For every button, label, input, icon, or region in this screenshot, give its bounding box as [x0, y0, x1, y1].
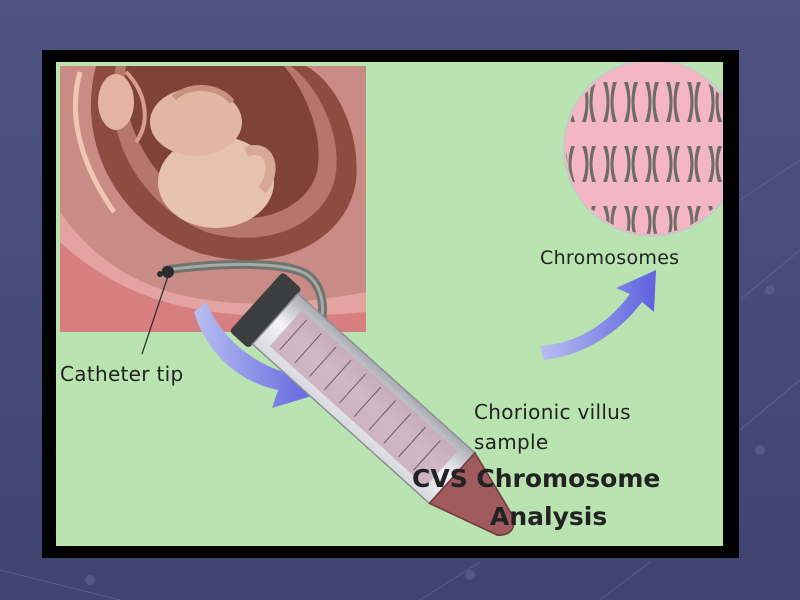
arrow-down-right — [194, 302, 318, 408]
catheter-tip-label: Catheter tip — [60, 362, 184, 386]
cvs-illustration — [60, 62, 723, 536]
catheter-pointer-line — [141, 275, 169, 355]
chromosome-shape — [566, 82, 575, 122]
diagram-canvas: Catheter tip Chromosomes Chorionic villu… — [56, 62, 723, 546]
test-tube — [230, 273, 515, 536]
chromosomes-label: Chromosomes — [540, 247, 680, 269]
chromosome-shape — [666, 82, 680, 122]
chromosome-karyotype-image — [563, 62, 723, 237]
chromosome-shape — [566, 146, 575, 182]
chromosome-shape — [645, 82, 659, 122]
diagram-title-line1: CVS Chromosome — [412, 464, 661, 493]
sample-label-line1: Chorionic villus — [474, 400, 631, 424]
sample-label-line2: sample — [474, 430, 549, 454]
chromosome-shape — [603, 82, 617, 122]
arrow-up-right — [540, 270, 656, 360]
chromosome-shape — [666, 146, 680, 182]
chromosome-shape — [708, 146, 722, 182]
chromosome-shape — [624, 206, 638, 234]
chromosome-shape — [603, 146, 617, 182]
chromosome-shape — [687, 82, 701, 122]
diagram-title-line2: Analysis — [490, 502, 608, 531]
chromosome-shape — [624, 146, 638, 182]
diagram-panel: Catheter tip Chromosomes Chorionic villu… — [42, 50, 739, 558]
chromosome-shape — [566, 206, 575, 234]
chromosome-shape — [645, 206, 659, 234]
uterus-fetus-image — [60, 66, 366, 337]
chromosome-shape — [582, 146, 596, 182]
chromosome-shape — [666, 206, 680, 234]
chromosome-shape — [645, 146, 659, 182]
chromosome-shape — [687, 146, 701, 182]
chromosome-shape — [624, 82, 638, 122]
